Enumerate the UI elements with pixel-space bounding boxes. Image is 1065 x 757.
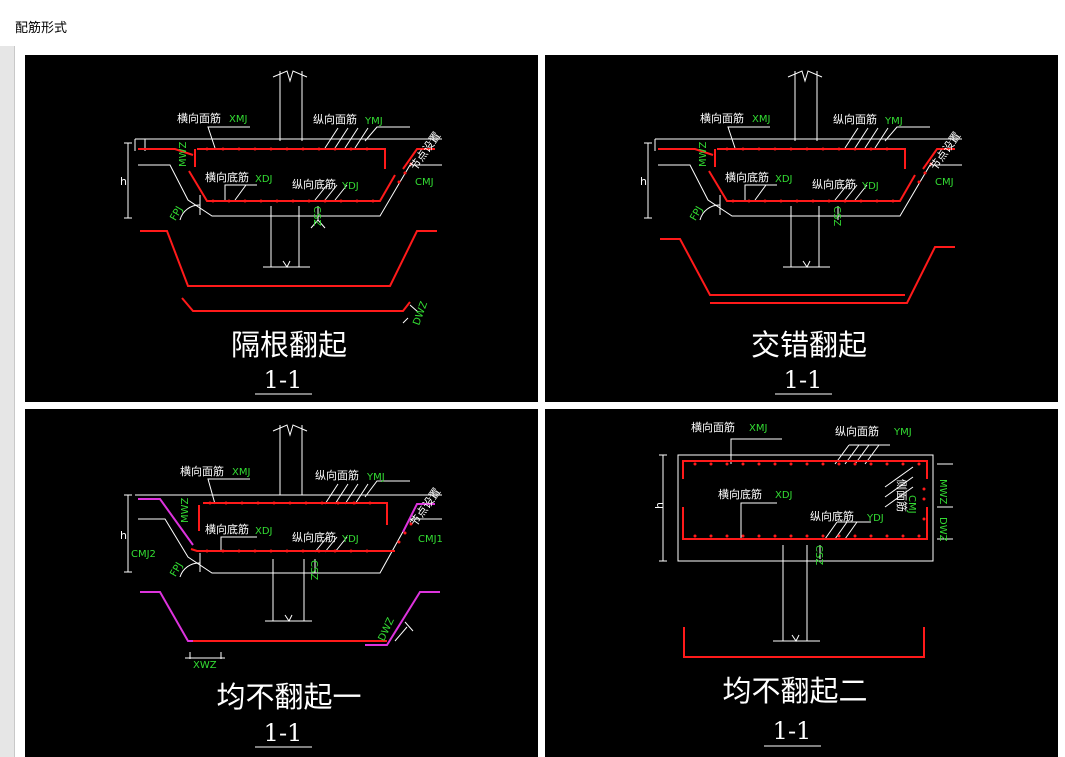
label-h: h [120,529,127,542]
option-panel-jun-bu-fanqi-2[interactable]: 横向面筋 纵向面筋 横向底筋 纵向底筋 h 侧面筋 XMJ YMJ XDJ YD… [545,409,1058,757]
window-titlebar: 配筋形式 [0,0,1065,47]
code-dwz: DWZ [411,300,430,327]
code-csz: CSZ [308,560,319,580]
diagram-jun-bu-fanqi-1: 横向面筋 纵向面筋 横向底筋 纵向底筋 h 节点设置 XMJ YMJ XDJ Y… [120,424,444,748]
panel-title: 均不翻起二 [722,674,867,708]
code-ymj: YMJ [893,427,912,438]
code-mwz: MWZ [698,141,709,167]
code-ymj: YMJ [364,116,383,127]
section-label: 1-1 [264,719,303,747]
code-dwz: DWZ [377,616,397,643]
code-ydj: YDJ [341,181,359,192]
code-cmj1: CMJ1 [418,534,443,545]
label-xdj-cn: 横向底筋 [718,487,762,501]
code-csz: CSZ [813,545,824,565]
code-dwz: DWZ [937,517,948,542]
label-ydj-cn: 纵向底筋 [292,177,336,191]
label-xmj-cn: 横向面筋 [691,420,735,434]
label-ydj-cn: 纵向底筋 [292,530,336,544]
label-jdsz: 节点设置 [408,129,444,172]
code-mwz: MWZ [180,497,191,523]
option-panel-jun-bu-fanqi-1[interactable]: 横向面筋 纵向面筋 横向底筋 纵向底筋 h 节点设置 XMJ YMJ XDJ Y… [25,409,538,757]
code-mwz: MWZ [178,141,189,167]
label-h: h [640,175,647,188]
code-xmj: XMJ [229,114,247,125]
code-xwz: XWZ [193,660,217,671]
label-ymj-cn: 纵向面筋 [315,468,359,482]
label-h: h [120,175,127,188]
diagram-jun-bu-fanqi-2: 横向面筋 纵向面筋 横向底筋 纵向底筋 h 侧面筋 XMJ YMJ XDJ YD… [653,420,953,747]
section-label: 1-1 [773,717,812,745]
panel-title: 均不翻起一 [216,680,361,714]
label-xdj-cn: 横向底筋 [205,170,249,184]
code-ydj: YDJ [341,534,359,545]
left-edge-strip [0,46,14,757]
code-fpj: FPJ [168,205,185,223]
section-label: 1-1 [784,366,823,394]
label-jdsz: 节点设置 [408,485,444,528]
code-cmj2: CMJ2 [131,549,156,560]
code-csz: CSZ [311,206,322,226]
code-cmj: CMJ [935,177,954,188]
code-ymj: YMJ [884,116,903,127]
code-csz: CSZ [831,206,842,226]
diagram-jiaocuo-fanqi: 横向面筋 纵向面筋 横向底筋 纵向底筋 h 节点设置 XMJ YMJ XDJ Y… [640,70,964,395]
panel-title: 隔根翻起 [231,328,347,362]
label-jdsz: 节点设置 [928,129,964,172]
label-cmj-cn: 侧面筋 [895,479,909,512]
label-h: h [653,502,666,509]
code-fpj: FPJ [688,205,705,223]
code-ydj: YDJ [866,513,884,524]
code-mwz: MWZ [937,479,948,505]
diagram-gegen-fanqi: 横向面筋 纵向面筋 横向底筋 纵向底筋 h 节点设置 XMJ YMJ XDJ Y… [120,70,444,395]
code-xmj: XMJ [749,423,767,434]
code-ydj: YDJ [861,181,879,192]
label-ydj-cn: 纵向底筋 [810,509,854,523]
panel-title: 交错翻起 [751,328,867,362]
section-label: 1-1 [264,366,303,394]
label-ydj-cn: 纵向底筋 [812,177,856,191]
label-xmj-cn: 横向面筋 [180,464,224,478]
label-xdj-cn: 横向底筋 [205,522,249,536]
code-xdj: XDJ [775,490,793,501]
code-cmj: CMJ [906,495,917,514]
code-fpj: FPJ [168,561,185,579]
code-xmj: XMJ [752,114,770,125]
window-title: 配筋形式 [15,21,68,36]
label-ymj-cn: 纵向面筋 [835,424,879,438]
label-xmj-cn: 横向面筋 [177,111,221,125]
option-panel-jiaocuo-fanqi[interactable]: 横向面筋 纵向面筋 横向底筋 纵向底筋 h 节点设置 XMJ YMJ XDJ Y… [545,55,1058,402]
label-xdj-cn: 横向底筋 [725,170,769,184]
code-ymj: YMJ [366,472,385,483]
code-xdj: XDJ [775,174,793,185]
code-xdj: XDJ [255,526,273,537]
code-cmj: CMJ [415,177,434,188]
code-xdj: XDJ [255,174,273,185]
option-panel-gegen-fanqi[interactable]: 横向面筋 纵向面筋 横向底筋 纵向底筋 h 节点设置 XMJ YMJ XDJ Y… [25,55,538,402]
label-ymj-cn: 纵向面筋 [833,112,877,126]
label-ymj-cn: 纵向面筋 [313,112,357,126]
label-xmj-cn: 横向面筋 [700,111,744,125]
code-xmj: XMJ [232,467,250,478]
